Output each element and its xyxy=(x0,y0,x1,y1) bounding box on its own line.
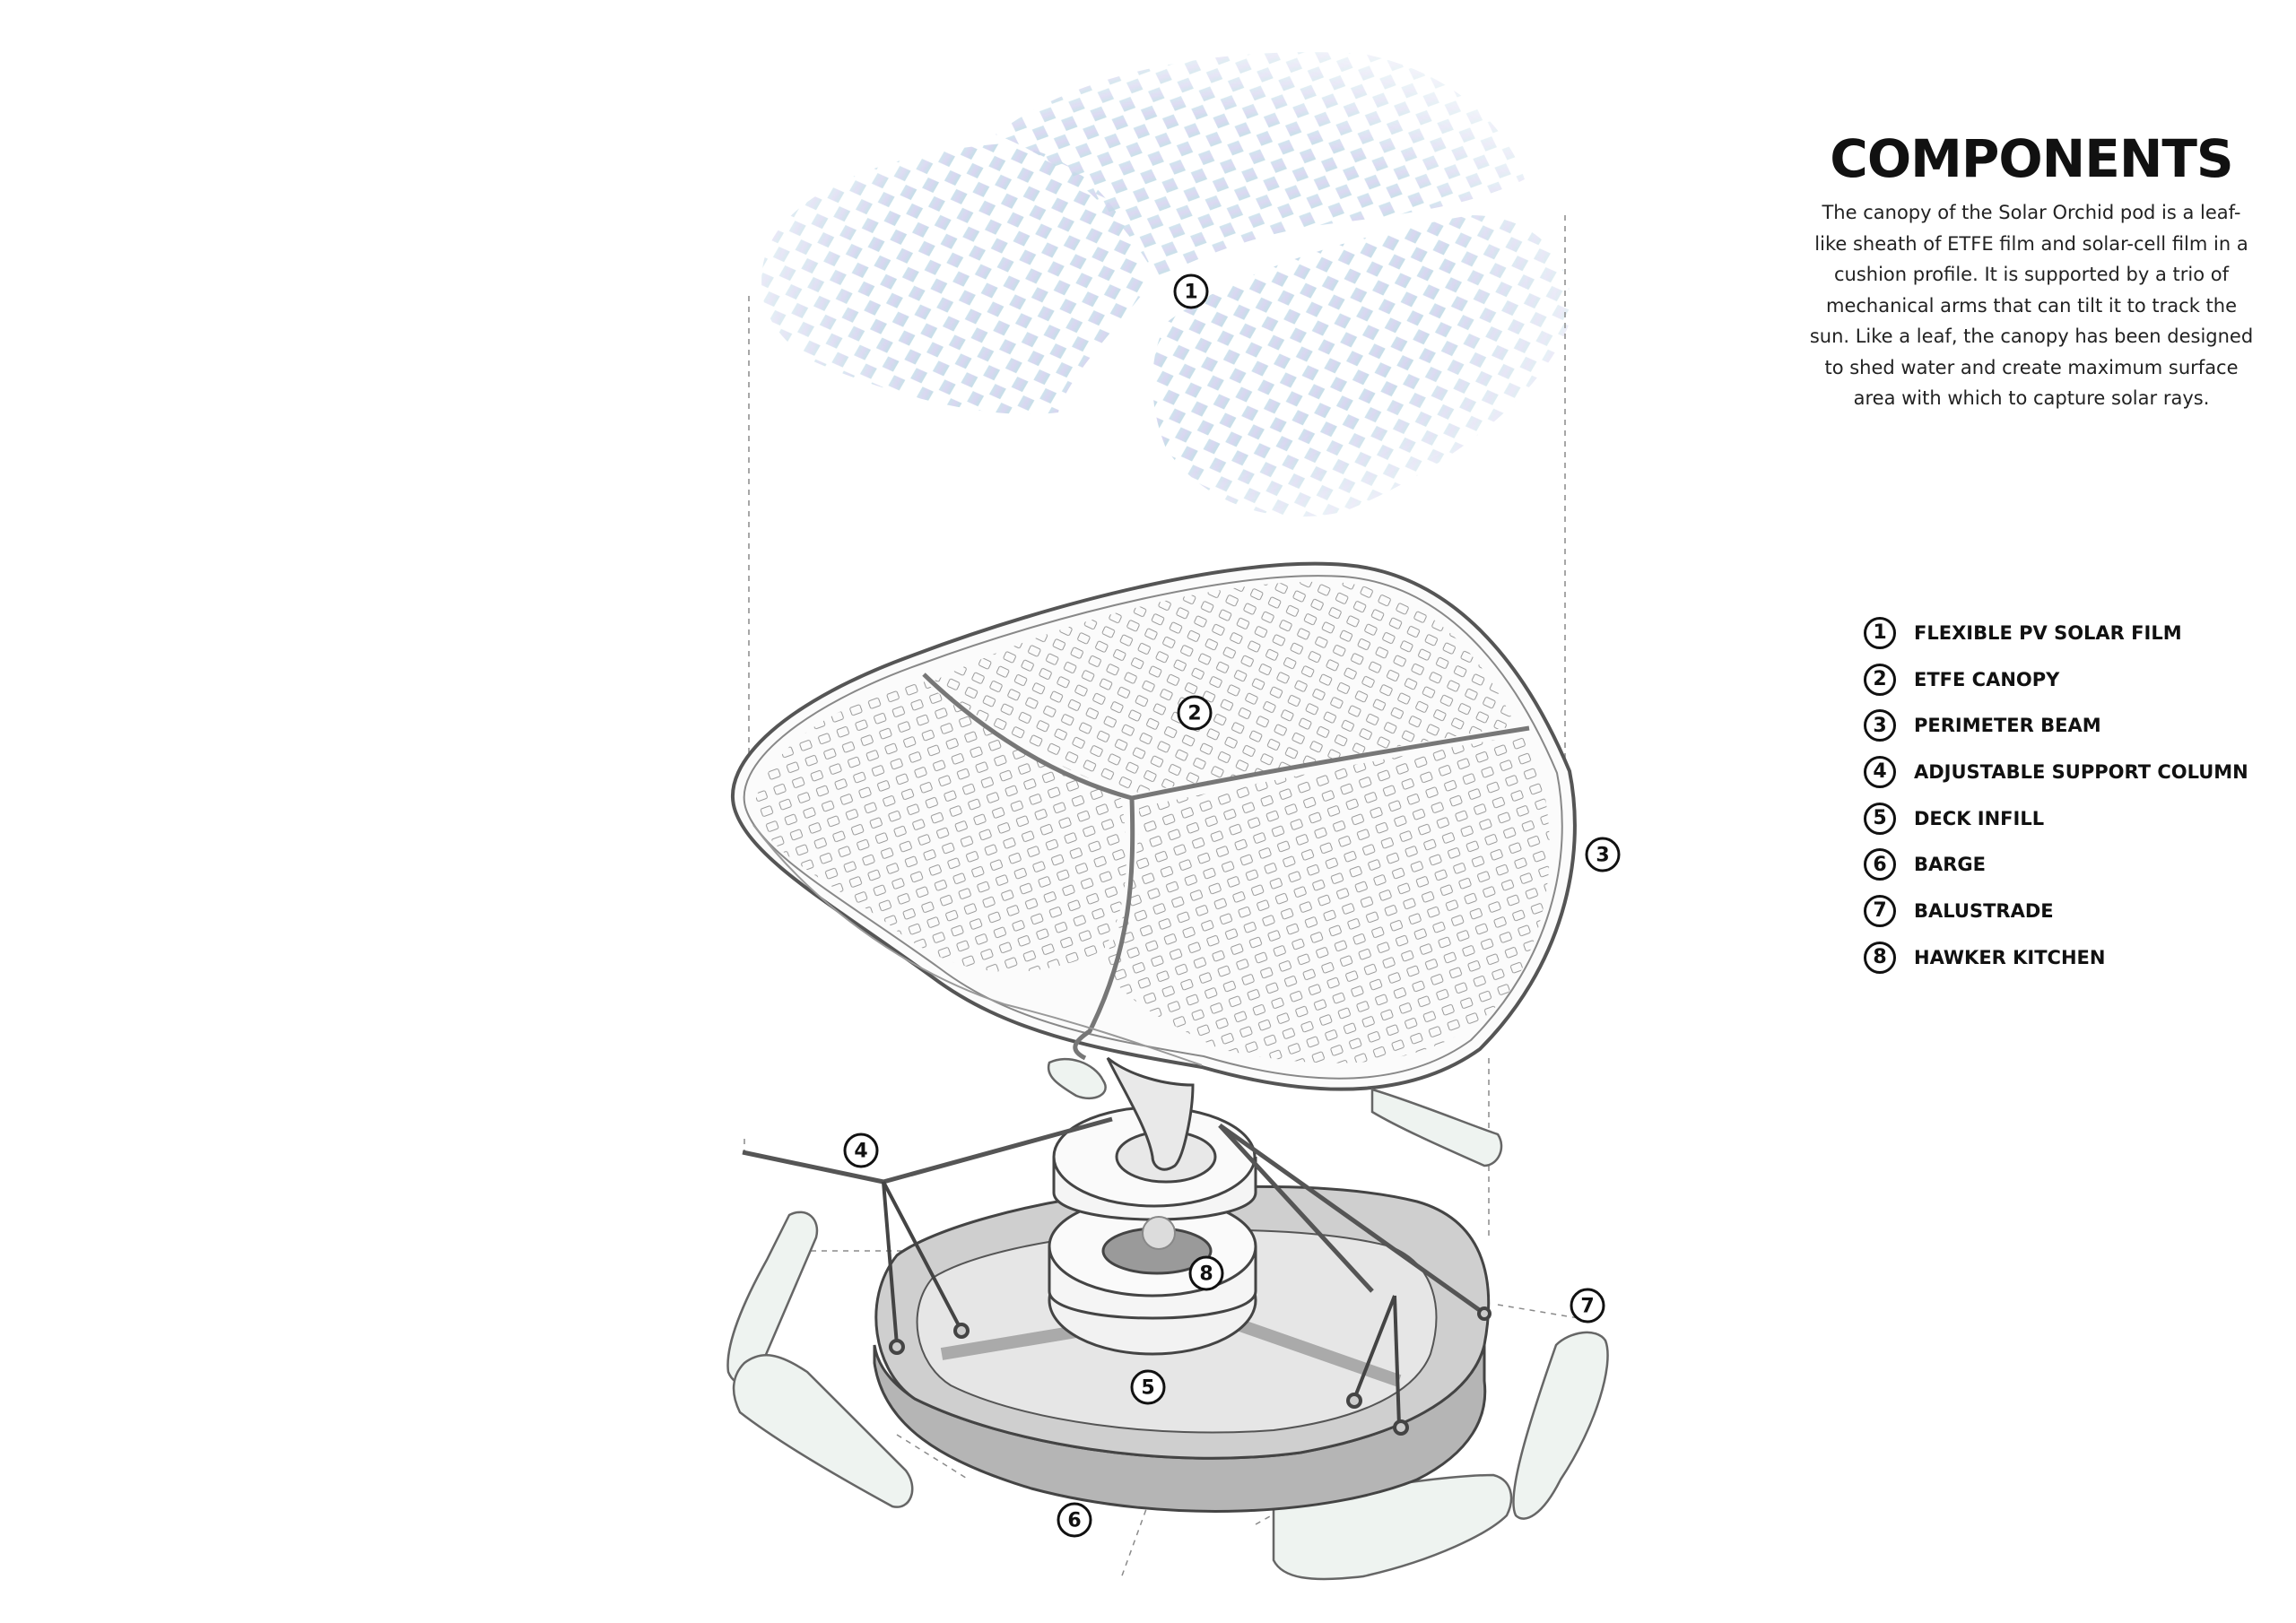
description-text: The canopy of the Solar Orchid pod is a … xyxy=(1809,202,2254,409)
legend-number: 7 xyxy=(1864,894,1896,927)
legend-label: BALUSTRADE xyxy=(1914,899,2054,922)
legend-number: 6 xyxy=(1864,848,1896,881)
support-column-left-1 xyxy=(882,1181,899,1346)
legend-item: 1 FLEXIBLE PV SOLAR FILM xyxy=(1864,610,2248,656)
support-column-right-1 xyxy=(1352,1295,1396,1400)
pv-film-lobe-right xyxy=(1152,215,1571,517)
support-column-left-2 xyxy=(882,1181,961,1328)
balustrade-panel-back-left xyxy=(1047,1057,1107,1100)
legend-item: 7 BALUSTRADE xyxy=(1864,888,2248,934)
balustrade-panel-left-lower xyxy=(732,1354,914,1508)
legend-item: 4 ADJUSTABLE SUPPORT COLUMN xyxy=(1864,749,2248,795)
support-arm-left-upper xyxy=(883,1116,1113,1185)
balustrade-panel-back-right xyxy=(1370,1088,1503,1167)
pv-film-lobe-back xyxy=(996,52,1525,278)
balustrade-panel-right xyxy=(1512,1331,1609,1520)
pv-solar-film xyxy=(761,52,1571,517)
legend-number: 4 xyxy=(1864,755,1896,788)
pv-film-lobe-left xyxy=(761,143,1148,414)
hawker-kitchen xyxy=(1048,1056,1257,1356)
support-columns xyxy=(882,1181,1492,1436)
callout-8-label: 8 xyxy=(1199,1263,1213,1286)
etfe-canopy xyxy=(730,561,1577,1091)
support-column-right-2 xyxy=(1393,1295,1401,1427)
canopy-panel-back xyxy=(933,581,1516,794)
callout-3: 3 xyxy=(1585,837,1621,872)
legend-number: 2 xyxy=(1864,663,1896,696)
legend-item: 6 BARGE xyxy=(1864,841,2248,888)
callout-4: 4 xyxy=(843,1133,879,1168)
callout-5: 5 xyxy=(1130,1369,1166,1405)
page-title: COMPONENTS xyxy=(1830,128,2233,189)
legend-label: BARGE xyxy=(1914,854,1987,876)
kitchen-grille xyxy=(1142,1216,1176,1250)
callout-6-label: 6 xyxy=(1067,1510,1081,1532)
callout-4-label: 4 xyxy=(854,1141,867,1163)
callout-6: 6 xyxy=(1057,1502,1092,1538)
canopy-panel-right xyxy=(1103,735,1550,1063)
callout-1-label: 1 xyxy=(1184,282,1197,304)
legend-label: PERIMETER BEAM xyxy=(1914,715,2101,737)
legend-number: 8 xyxy=(1864,941,1896,974)
callout-2-label: 2 xyxy=(1187,703,1201,725)
canopy-seam-right xyxy=(1131,725,1530,801)
legend-label: ADJUSTABLE SUPPORT COLUMN xyxy=(1914,760,2248,783)
support-foot-1 xyxy=(889,1339,905,1355)
callout-1: 1 xyxy=(1173,273,1209,309)
canopy-seam-front xyxy=(1073,797,1135,1061)
support-arm-right xyxy=(1218,1123,1486,1316)
canopy-panel-left xyxy=(753,681,1126,972)
callout-3-label: 3 xyxy=(1596,845,1609,867)
support-foot-4 xyxy=(1393,1419,1409,1436)
support-arms xyxy=(742,1116,1486,1316)
components-panel: COMPONENTS The canopy of the Solar Orchi… xyxy=(1780,133,2283,414)
legend-label: HAWKER KITCHEN xyxy=(1914,946,2106,968)
canopy-seam-left xyxy=(922,673,1133,801)
callout-2: 2 xyxy=(1177,695,1213,731)
canopy-inner-beam xyxy=(743,575,1563,1080)
legend-item: 5 DECK INFILL xyxy=(1864,795,2248,842)
legend-label: ETFE CANOPY xyxy=(1914,668,2060,690)
support-foot-3 xyxy=(1346,1393,1362,1409)
legend-number: 5 xyxy=(1864,802,1896,835)
support-arm-front xyxy=(1218,1124,1374,1293)
support-arm-left-horizontal xyxy=(742,1150,884,1185)
legend-item: 3 PERIMETER BEAM xyxy=(1864,702,2248,749)
legend-number: 1 xyxy=(1864,616,1896,649)
legend-number: 3 xyxy=(1864,709,1896,742)
callout-5-label: 5 xyxy=(1141,1377,1154,1400)
canopy-mast xyxy=(1106,1056,1195,1171)
callout-7-label: 7 xyxy=(1580,1296,1594,1318)
support-foot-2 xyxy=(953,1323,970,1339)
deck-joist-right xyxy=(1217,1312,1402,1387)
legend-item: 8 HAWKER KITCHEN xyxy=(1864,934,2248,981)
balustrade xyxy=(726,1057,1609,1581)
legend-label: FLEXIBLE PV SOLAR FILM xyxy=(1914,621,2182,644)
canopy-fold-left xyxy=(752,824,1203,1066)
callout-8: 8 xyxy=(1188,1255,1224,1291)
support-hinge-right xyxy=(1477,1306,1492,1321)
legend-item: 2 ETFE CANOPY xyxy=(1864,656,2248,703)
legend: 1 FLEXIBLE PV SOLAR FILM 2 ETFE CANOPY 3… xyxy=(1864,610,2248,981)
callout-7: 7 xyxy=(1570,1288,1605,1324)
legend-label: DECK INFILL xyxy=(1914,807,2045,829)
